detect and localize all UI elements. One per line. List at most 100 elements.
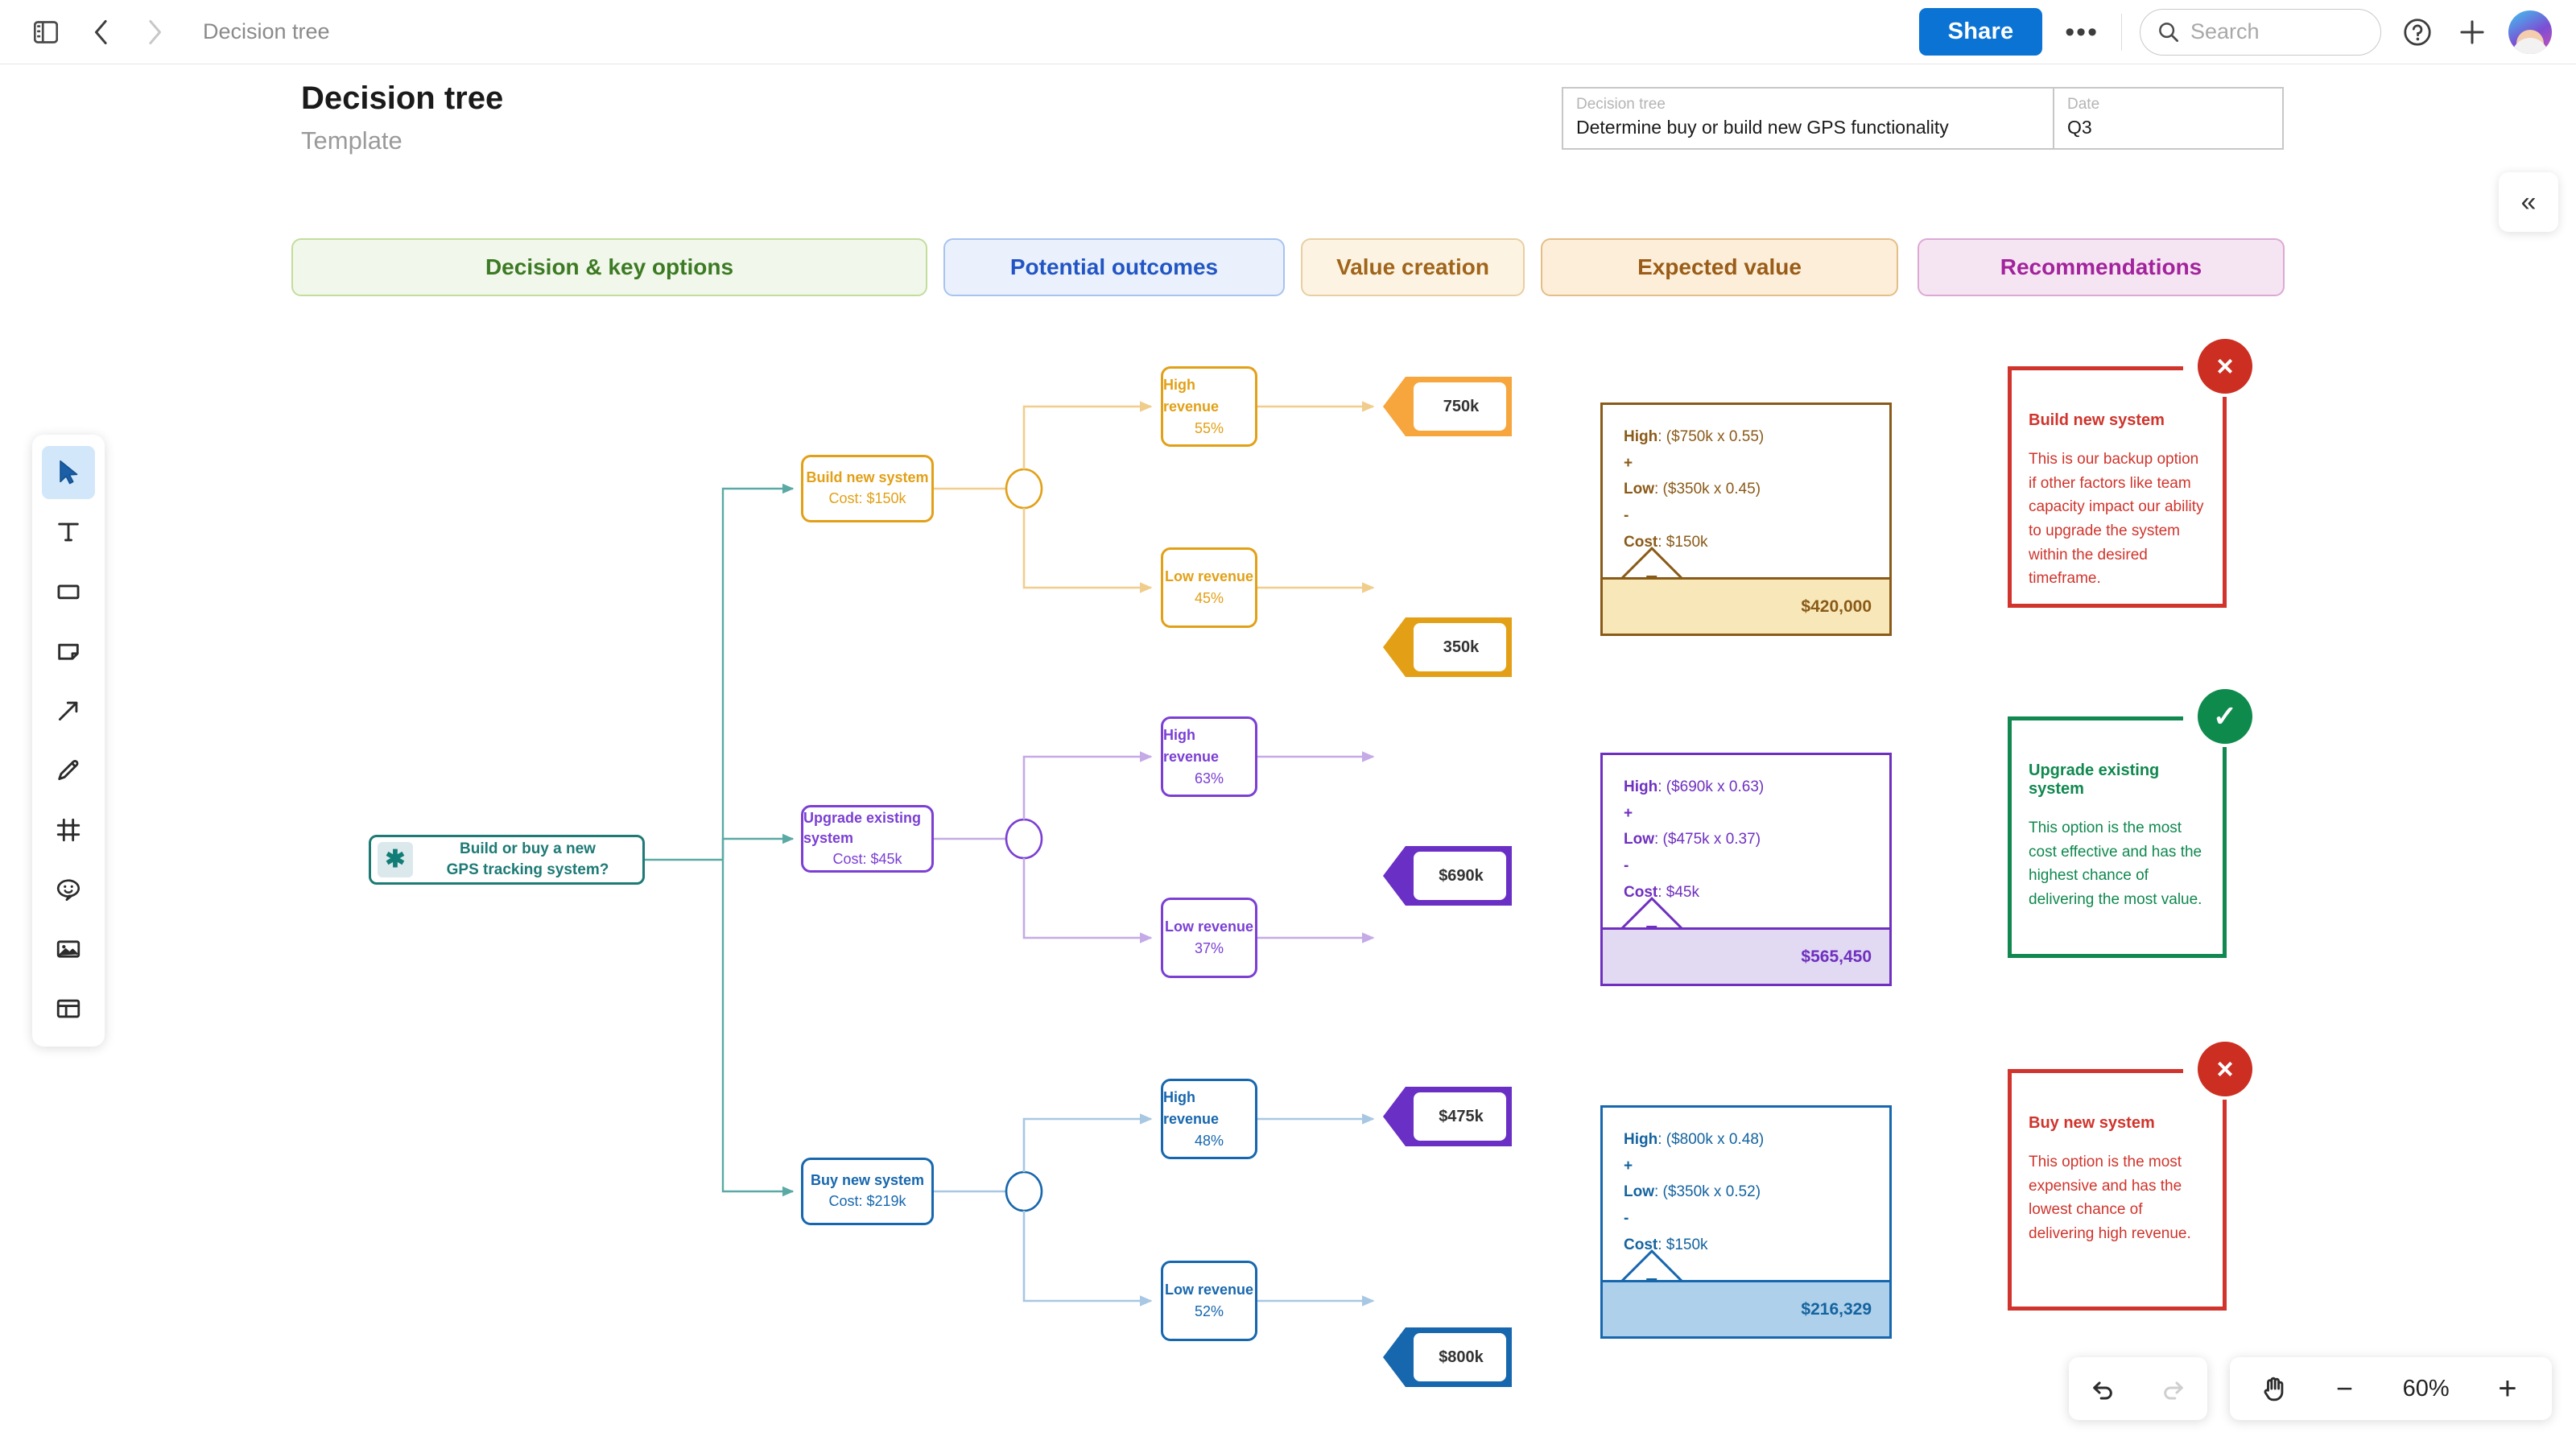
share-button[interactable]: Share <box>1918 8 2043 56</box>
outcome-probability: 48% <box>1194 1132 1224 1149</box>
left-toolbar <box>32 435 105 1046</box>
layout-icon <box>56 999 80 1018</box>
sticky-note-tool[interactable] <box>42 625 95 678</box>
reject-badge[interactable]: × <box>2198 1042 2252 1096</box>
outcome-probability: 37% <box>1194 940 1224 956</box>
payoff-node-upgrade-low[interactable]: $475k <box>1383 1087 1512 1146</box>
column-header-3[interactable]: Expected value <box>1541 238 1898 296</box>
redo-button[interactable] <box>2149 1365 2196 1412</box>
outcome-label: High revenue <box>1163 726 1220 765</box>
asterisk-icon: ✱ <box>378 842 413 877</box>
option-node-buy[interactable]: Buy new system Cost: $219k <box>801 1158 934 1225</box>
avatar[interactable] <box>2508 10 2552 54</box>
recommendation-text: This option is the most expensive and ha… <box>2029 1154 2191 1242</box>
image-icon <box>56 940 80 958</box>
ev-plus: + <box>1624 454 1633 472</box>
zoom-in-button[interactable]: + <box>2498 1370 2517 1406</box>
ev-low: Low: ($350k x 0.45) <box>1624 481 1761 498</box>
option-cost: Cost: $150k <box>828 490 906 506</box>
image-tool[interactable] <box>42 923 95 976</box>
expected-value-card-buy[interactable]: High: ($800k x 0.48) + Low: ($350k x 0.5… <box>1600 1105 1892 1339</box>
recommendation-frame <box>2008 366 2227 608</box>
column-header-1[interactable]: Potential outcomes <box>943 238 1285 296</box>
pen-tool[interactable] <box>42 744 95 797</box>
template-tool[interactable] <box>42 982 95 1035</box>
breadcrumb[interactable]: Decision tree <box>203 19 330 43</box>
text-tool[interactable] <box>42 506 95 559</box>
expected-value-total: $565,450 <box>1603 927 1889 984</box>
outcome-node-build-high[interactable]: High revenue 55% <box>1161 366 1257 447</box>
ev-minus: - <box>1624 1210 1629 1228</box>
undo-redo-group <box>2069 1357 2207 1420</box>
toolbar-divider <box>2121 13 2122 51</box>
option-node-upgrade[interactable]: Upgrade existing system Cost: $45k <box>801 805 934 873</box>
expected-value-formula: High: ($800k x 0.48) + Low: ($350k x 0.5… <box>1603 1108 1889 1278</box>
payoff-node-buy-high[interactable]: $800k <box>1383 1327 1512 1387</box>
connector-tool[interactable] <box>42 684 95 737</box>
recommendation-card-upgrade[interactable]: ✓ Upgrade existing system This option is… <box>2008 689 2252 958</box>
ev-minus: - <box>1624 857 1629 875</box>
frame-tool[interactable] <box>42 803 95 857</box>
undo-icon <box>2093 1381 2112 1400</box>
outcome-node-upgrade-low[interactable]: Low revenue 37% <box>1161 898 1257 978</box>
column-header-4[interactable]: Recommendations <box>1918 238 2285 296</box>
outcome-probability: 52% <box>1194 1303 1224 1319</box>
expected-value-formula: High: ($690k x 0.63) + Low: ($475k x 0.3… <box>1603 755 1889 925</box>
add-button[interactable] <box>2454 14 2491 51</box>
outcome-node-buy-high[interactable]: High revenue 48% <box>1161 1079 1257 1159</box>
info-box: Decision tree Determine buy or build new… <box>1562 87 2284 150</box>
shape-tool[interactable] <box>42 565 95 618</box>
expected-value-total: $420,000 <box>1603 577 1889 634</box>
reject-badge[interactable]: × <box>2198 339 2252 394</box>
info-value-date: Q3 <box>2067 117 2092 138</box>
recommendation-title: Upgrade existing system <box>2029 762 2160 798</box>
help-button[interactable] <box>2399 14 2436 51</box>
expected-value-card-upgrade[interactable]: High: ($690k x 0.63) + Low: ($475k x 0.3… <box>1600 753 1892 986</box>
ev-plus: + <box>1624 1157 1633 1174</box>
option-cost: Cost: $219k <box>828 1193 906 1209</box>
payoff-node-build-high[interactable]: 750k <box>1383 377 1512 436</box>
outcome-node-build-low[interactable]: Low revenue 45% <box>1161 547 1257 628</box>
payoff-node-build-low[interactable]: 350k <box>1383 617 1512 677</box>
forward-button[interactable] <box>137 14 174 51</box>
recommendation-card-build[interactable]: × Build new system This is our backup op… <box>2008 339 2252 608</box>
zoom-level: 60% <box>2402 1375 2450 1402</box>
emoji-tool[interactable] <box>42 863 95 916</box>
payoff-value: $475k <box>1439 1107 1484 1125</box>
page-title: Decision tree <box>301 80 504 116</box>
search-input[interactable]: Search <box>2140 8 2381 56</box>
pan-tool-button[interactable] <box>2251 1365 2297 1412</box>
payoff-inner <box>1412 381 1508 432</box>
recommendation-card-buy[interactable]: × Buy new system This option is the most… <box>2008 1042 2252 1311</box>
approve-badge[interactable]: ✓ <box>2198 689 2252 744</box>
option-node-build[interactable]: Build new system Cost: $150k <box>801 455 934 522</box>
outcome-label: Low revenue <box>1164 568 1254 584</box>
outcome-label: Low revenue <box>1164 919 1254 935</box>
payoff-node-upgrade-high[interactable]: $690k <box>1383 846 1512 906</box>
zoom-out-button[interactable]: − <box>2335 1372 2353 1405</box>
info-field-decision[interactable]: Decision tree Determine buy or build new… <box>1563 89 2054 148</box>
payoff-value: 750k <box>1443 397 1480 415</box>
panel-toggle-button[interactable] <box>27 14 64 51</box>
column-header-2[interactable]: Value creation <box>1301 238 1525 296</box>
collapse-panel-button[interactable]: « <box>2499 172 2558 232</box>
column-header-0[interactable]: Decision & key options <box>291 238 927 296</box>
payoff-value: $690k <box>1439 866 1484 885</box>
undo-button[interactable] <box>2080 1365 2127 1412</box>
more-options-button[interactable]: ••• <box>2065 16 2099 47</box>
outcome-label: Low revenue <box>1164 1282 1254 1298</box>
search-placeholder: Search <box>2190 19 2260 43</box>
select-tool[interactable] <box>42 446 95 499</box>
outcome-probability: 55% <box>1194 419 1224 436</box>
info-field-date[interactable]: Date Q3 <box>2054 89 2282 148</box>
recommendation-text: This is our backup option if other facto… <box>2029 451 2204 588</box>
payoff-value: 350k <box>1443 638 1480 656</box>
info-label-decision: Decision tree <box>1576 96 1666 113</box>
back-button[interactable] <box>82 14 119 51</box>
outcome-node-upgrade-high[interactable]: High revenue 63% <box>1161 716 1257 797</box>
recommendation-frame <box>2008 716 2227 958</box>
expected-value-card-build[interactable]: High: ($750k x 0.55) + Low: ($350k x 0.4… <box>1600 402 1892 636</box>
outcome-node-buy-low[interactable]: Low revenue 52% <box>1161 1261 1257 1341</box>
